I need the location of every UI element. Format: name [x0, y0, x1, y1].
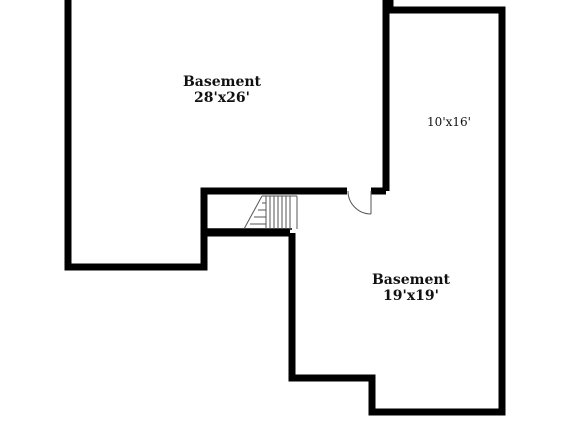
room-label-right-upper: 10'x16' — [427, 115, 471, 129]
room-label-upper-left: Basement 28'x26' — [183, 74, 262, 106]
room-label-lower-right: Basement 19'x19' — [372, 272, 451, 304]
room-name: Basement — [372, 272, 451, 288]
room-right-walls — [288, 0, 506, 416]
room-dimensions: 19'x19' — [383, 288, 439, 304]
door — [347, 190, 372, 215]
room-dimensions: 10'x16' — [427, 115, 471, 129]
room-upper-left-walls — [64, 0, 390, 271]
room-name: Basement — [183, 74, 262, 90]
room-dimensions: 28'x26' — [194, 90, 250, 106]
stairs — [243, 195, 298, 230]
